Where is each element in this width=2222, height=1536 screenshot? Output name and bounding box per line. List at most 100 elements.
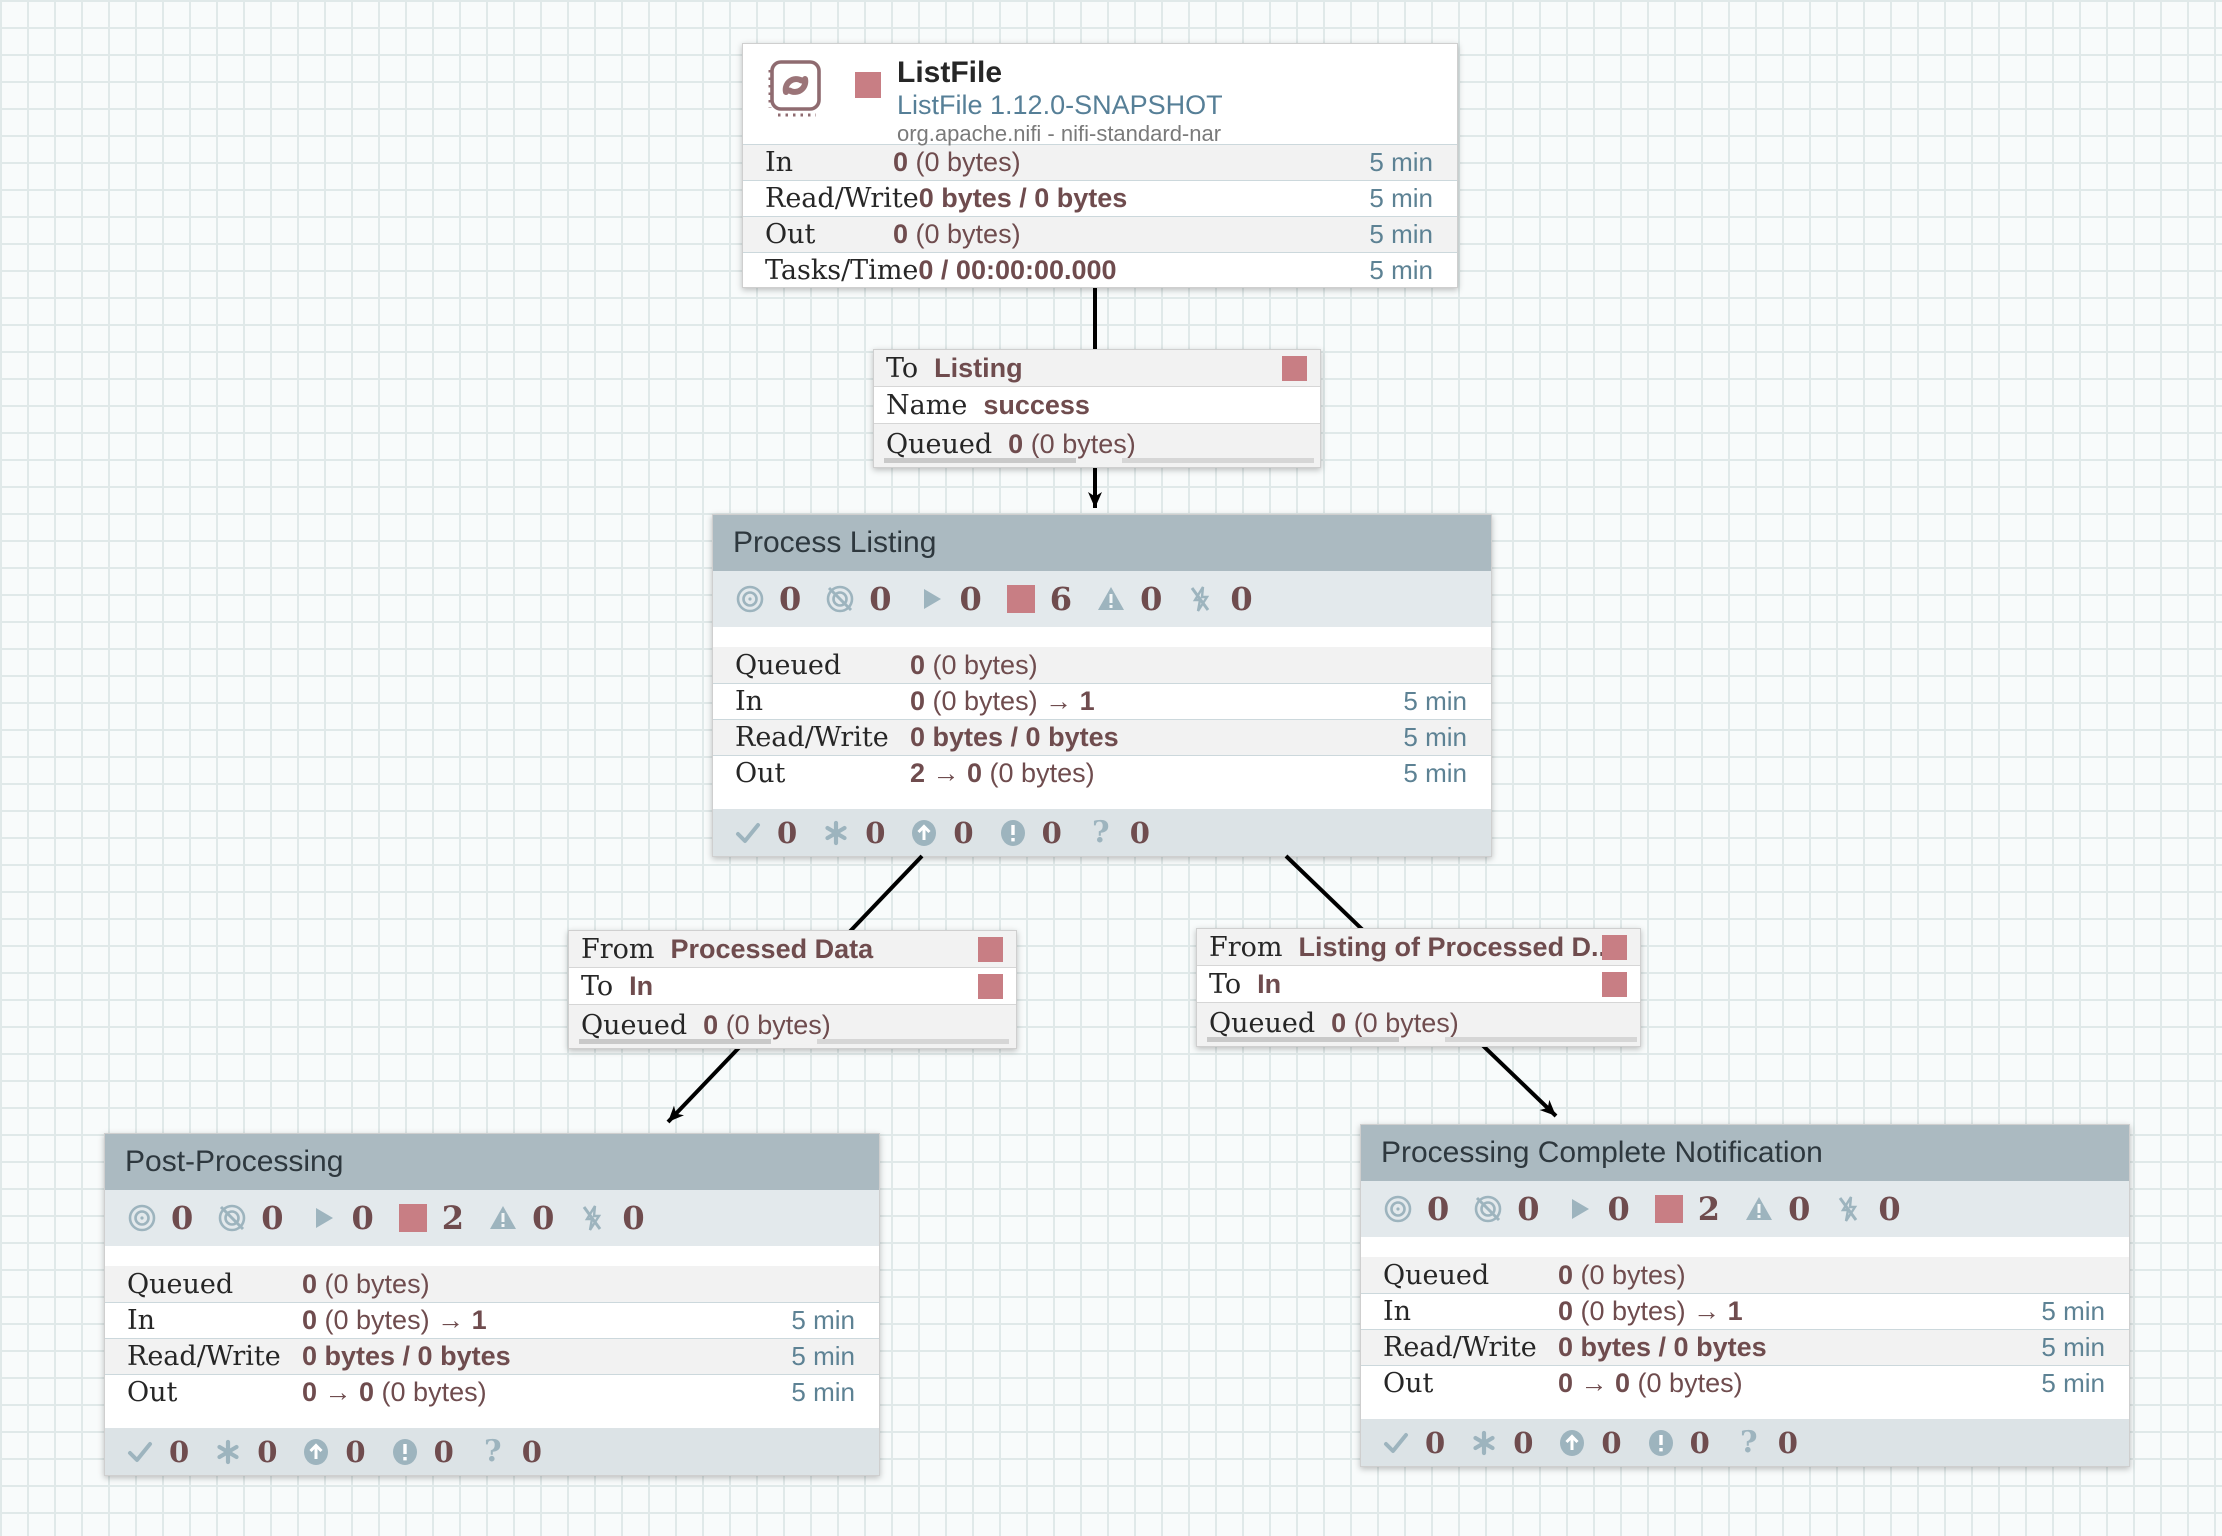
stopped-state-icon: [1282, 356, 1307, 381]
stat-label: Queued: [127, 1268, 234, 1300]
connection-field-value: 0 (0 bytes): [1008, 429, 1136, 459]
group-title: Processing Complete Notification: [1361, 1125, 2129, 1181]
not-transmitting-count: 0: [261, 1199, 284, 1237]
running-count: 0: [351, 1199, 374, 1237]
queue-count-bar: [579, 1039, 771, 1044]
group-version-bar: 0 0 0 0 ? 0: [713, 809, 1491, 856]
stat-row-in: In 0 (0 bytes) 5 min: [743, 144, 1457, 180]
stopped-state-icon: [1602, 935, 1627, 960]
stat-label: In: [127, 1305, 156, 1336]
connection-queued-row: Queued 0 (0 bytes): [569, 1005, 1016, 1048]
stat-label: Out: [1383, 1368, 1434, 1399]
stat-value: 0 (0 bytes): [910, 649, 1038, 680]
queue-count-bar: [1207, 1037, 1399, 1042]
stat-row-readwrite: Read/Write 0 bytes / 0 bytes 5 min: [1361, 1329, 2129, 1365]
stat-value: 0 → 0 (0 bytes): [1558, 1368, 1743, 1398]
connection-to-row: To In: [1197, 966, 1640, 1003]
stat-value: 0 (0 bytes) → 1: [302, 1305, 487, 1335]
sync-failure-count: 0: [1777, 1425, 1798, 1460]
stopped-count: 6: [1049, 580, 1073, 618]
connection-field-label: To: [1209, 968, 1242, 1000]
connection-queued-row: Queued 0 (0 bytes): [874, 424, 1320, 467]
locally-modified-and-stale-count: 0: [433, 1434, 454, 1469]
process-group-processing-complete-notification[interactable]: Processing Complete Notification 0 0 0 2…: [1360, 1124, 2130, 1467]
transmitting-icon: [1381, 1192, 1415, 1226]
stopped-state-icon: [855, 72, 881, 98]
connection-field-label: To: [886, 352, 919, 384]
not-transmitting-icon: [1471, 1192, 1505, 1226]
stat-window: 5 min: [1403, 758, 1467, 788]
stat-window: 5 min: [791, 1377, 855, 1407]
connection-field-label: Queued: [581, 1010, 688, 1041]
stat-value: 0 / 00:00:00.000: [918, 255, 1117, 285]
stopped-state-icon: [978, 937, 1003, 962]
disabled-icon: [1832, 1192, 1866, 1226]
processor-header: ListFile ListFile 1.12.0-SNAPSHOT org.ap…: [743, 44, 1457, 146]
process-group-process-listing[interactable]: Process Listing 0 0 0 6 0 0 Queued 0 (0 …: [712, 514, 1492, 857]
stat-window: 5 min: [2041, 1296, 2105, 1326]
locally-modified-count: 0: [865, 815, 886, 850]
sync-failure-icon: ?: [1091, 815, 1110, 850]
processor-stamp-icon: [768, 60, 822, 123]
stat-row-tasks: Tasks/Time 0 / 00:00:00.000 5 min: [743, 252, 1457, 288]
locally-modified-and-stale-count: 0: [1041, 815, 1062, 850]
locally-modified-and-stale-icon: [388, 1435, 422, 1469]
connection-field-value: Listing: [934, 352, 1023, 383]
disabled-icon: [1184, 582, 1218, 616]
processor-listfile[interactable]: ListFile ListFile 1.12.0-SNAPSHOT org.ap…: [742, 43, 1458, 288]
group-status-bar: 0 0 0 2 0 0: [105, 1190, 879, 1246]
connection-label-listing-processed[interactable]: From Listing of Processed D... To In Que…: [1196, 928, 1641, 1047]
stat-row-readwrite: Read/Write 0 bytes / 0 bytes 5 min: [743, 180, 1457, 216]
stat-row-in: In 0 (0 bytes) → 1 5 min: [1361, 1293, 2129, 1329]
connection-field-label: From: [581, 933, 655, 965]
locally-modified-count: 0: [1513, 1425, 1534, 1460]
disabled-count: 0: [622, 1199, 645, 1237]
stat-row-out: Out 2 → 0 (0 bytes) 5 min: [713, 755, 1491, 791]
group-status-bar: 0 0 0 2 0 0: [1361, 1181, 2129, 1237]
not-transmitting-count: 0: [1517, 1190, 1540, 1228]
locally-modified-icon: [819, 816, 853, 850]
stat-window: 5 min: [791, 1305, 855, 1335]
stat-label: Read/Write: [765, 183, 919, 214]
stat-label: In: [1383, 1296, 1412, 1327]
up-to-date-count: 0: [1425, 1425, 1446, 1460]
connection-name-row: Name success: [874, 387, 1320, 424]
stat-label: Read/Write: [127, 1341, 281, 1372]
sync-failure-count: 0: [521, 1434, 542, 1469]
stat-value: 0 (0 bytes): [893, 147, 1021, 177]
group-status-bar: 0 0 0 6 0 0: [713, 571, 1491, 627]
running-count: 0: [1607, 1190, 1630, 1228]
connection-field-value: Listing of Processed D...: [1298, 931, 1614, 962]
stale-count: 0: [1601, 1425, 1622, 1460]
queue-size-bar: [1122, 458, 1314, 463]
stat-label: Queued: [735, 649, 842, 681]
locally-modified-and-stale-icon: [996, 816, 1030, 850]
stat-label: In: [765, 147, 794, 178]
stat-value: 2 → 0 (0 bytes): [910, 758, 1095, 788]
invalid-count: 0: [532, 1199, 555, 1237]
process-group-post-processing[interactable]: Post-Processing 0 0 0 2 0 0 Queued 0 (0 …: [104, 1133, 880, 1476]
stopped-icon: [396, 1201, 430, 1235]
connection-label-success[interactable]: To Listing Name success Queued 0 (0 byte…: [873, 349, 1321, 468]
locally-modified-icon: [1467, 1426, 1501, 1460]
connection-from-row: From Processed Data: [569, 931, 1016, 968]
stopped-icon: [1004, 582, 1038, 616]
group-title: Post-Processing: [105, 1134, 879, 1190]
queue-count-bar: [884, 458, 1076, 463]
connection-label-processed-data[interactable]: From Processed Data To In Queued 0 (0 by…: [568, 930, 1017, 1049]
connection-queued-row: Queued 0 (0 bytes): [1197, 1003, 1640, 1046]
sync-failure-icon: ?: [483, 1434, 502, 1469]
connection-field-label: From: [1209, 931, 1283, 963]
running-icon: [1562, 1192, 1596, 1226]
connection-field-value: 0 (0 bytes): [1331, 1008, 1459, 1038]
group-title: Process Listing: [713, 515, 1491, 571]
transmitting-icon: [733, 582, 767, 616]
up-to-date-count: 0: [777, 815, 798, 850]
connection-field-value: In: [1257, 968, 1282, 999]
stat-window: 5 min: [1403, 686, 1467, 716]
connection-field-label: Queued: [1209, 1008, 1316, 1039]
stat-row-out: Out 0 → 0 (0 bytes) 5 min: [1361, 1365, 2129, 1401]
stat-value: 0 (0 bytes): [893, 219, 1021, 249]
connection-field-value: 0 (0 bytes): [703, 1010, 831, 1040]
